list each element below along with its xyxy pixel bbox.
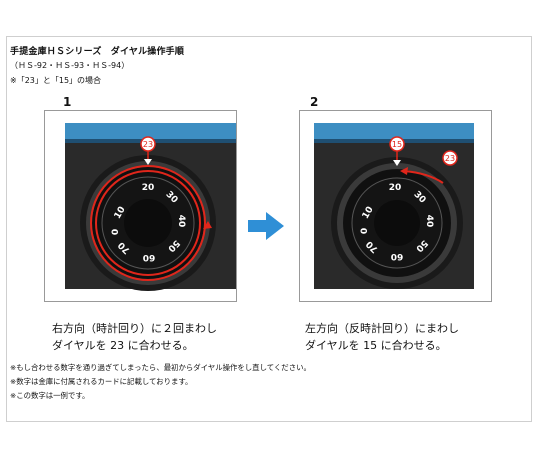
badge-23-side: 23 — [445, 154, 455, 163]
badge-circle-side — [442, 150, 458, 166]
dial-num-40: 40 — [176, 215, 186, 228]
footnote-2: ※数字は金庫に付属されるカードに記載しております。 — [10, 377, 193, 386]
dial-num-60: 60 — [143, 252, 156, 262]
step-1-dial-illustration: 23 10 20 30 40 50 60 70 0 — [45, 111, 236, 301]
footnotes: ※もし合わせる数字を通り過ぎてしまったら、最初からダイヤル操作をし直してください… — [10, 361, 311, 403]
badge-circle — [140, 136, 156, 152]
counterclockwise-arrow — [403, 170, 444, 184]
dial-num-20: 20 — [389, 183, 402, 193]
footnote-1: ※もし合わせる数字を通り過ぎてしまったら、最初からダイヤル操作をし直してください… — [10, 363, 311, 372]
step-2-caption: 左方向（反時計回り）にまわし ダイヤルを 15 に合わせる。 — [305, 320, 459, 354]
counterclockwise-arrowhead — [400, 167, 408, 175]
dial-num-60: 60 — [391, 251, 404, 261]
rotation-ring-outer — [90, 165, 206, 281]
badge-23: 23 — [143, 140, 153, 149]
step-1-caption: 右方向（時計回り）に２回まわし ダイヤルを 23 に合わせる。 — [52, 320, 217, 354]
example-note: ※「23」と「15」の場合 — [10, 76, 102, 85]
dial-num-20: 20 — [142, 183, 155, 193]
step-1-caption-line1: 右方向（時計回り）に２回まわし — [52, 322, 217, 335]
step-2-dial-illustration: 15 23 10 20 30 40 50 60 70 0 — [300, 111, 491, 301]
step-1-number: 1 — [63, 95, 72, 109]
content-frame — [6, 36, 532, 422]
step-2-caption-line2: ダイヤルを 15 に合わせる。 — [305, 339, 447, 352]
dial-num-0: 0 — [111, 229, 121, 235]
badge-circle-top — [389, 136, 405, 152]
index-marker — [393, 160, 401, 166]
model-list: （ＨＳ-92・ＨＳ-93・ＨＳ-94） — [10, 61, 130, 70]
step-2-number: 2 — [310, 95, 319, 109]
dial-num-0: 0 — [360, 228, 370, 234]
badge-15: 15 — [392, 140, 402, 149]
page-title: 手提金庫ＨＳシリーズ ダイヤル操作手順 — [10, 47, 185, 57]
index-marker — [144, 159, 152, 165]
step-2-photo: 15 23 10 20 30 40 50 60 70 0 — [299, 110, 492, 302]
step-2-caption-line1: 左方向（反時計回り）にまわし — [305, 322, 459, 335]
rotation-ring-inner — [95, 170, 201, 276]
dial-num-40: 40 — [424, 215, 434, 228]
next-step-arrow-icon — [248, 212, 284, 240]
footnote-3: ※この数字は一例です。 — [10, 391, 90, 400]
step-1-photo: 23 10 20 30 40 50 60 70 0 — [44, 110, 237, 302]
step-1-caption-line2: ダイヤルを 23 に合わせる。 — [52, 339, 194, 352]
rotation-arrowhead — [203, 221, 212, 229]
